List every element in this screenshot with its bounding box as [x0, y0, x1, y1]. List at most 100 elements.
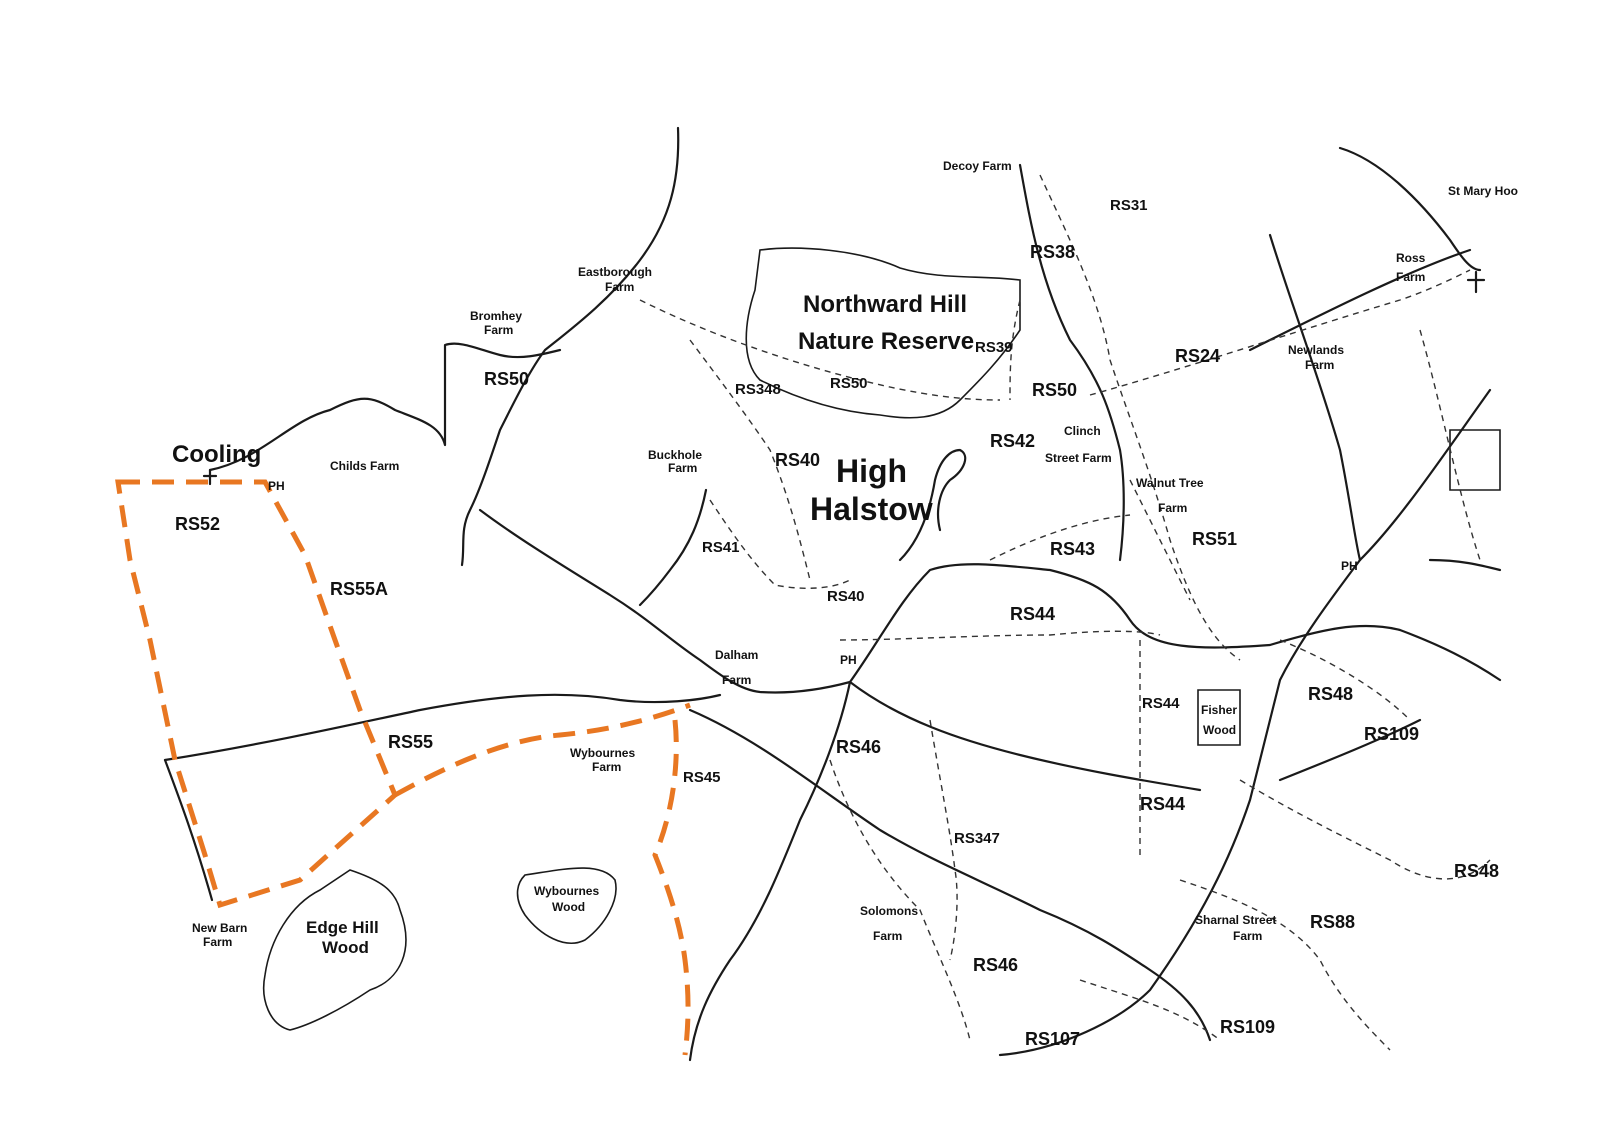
rs24-label: RS24 [1175, 346, 1220, 366]
path-rs48 [1279, 639, 1411, 721]
road-cooling-bromhey [208, 342, 562, 472]
new-barn-farm-label: Farm [203, 935, 232, 949]
woods [263, 429, 1501, 1031]
bromhey-farm-label: Farm [484, 323, 513, 337]
walnut-tree-label: Walnut Tree [1136, 476, 1204, 490]
buckhole-label: Buckhole [648, 448, 702, 462]
rs31-label: RS31 [1110, 197, 1148, 214]
road-northeast [1358, 388, 1492, 562]
solomons-farm-label: Farm [873, 929, 902, 943]
ross-farm-label: Farm [1396, 270, 1425, 284]
road-east-ross [1248, 248, 1472, 352]
boundary-south-arc [393, 702, 691, 798]
rs348-label: RS348 [735, 381, 781, 398]
rs46-south-label: RS46 [973, 955, 1018, 975]
road-decoy [1018, 163, 1125, 562]
rs109-south-label: RS109 [1220, 1017, 1275, 1037]
roads [163, 126, 1502, 1062]
rs347-label: RS347 [954, 830, 1000, 847]
rs42-label: RS42 [990, 431, 1035, 451]
cooling-label: Cooling [172, 441, 261, 468]
rs44-mid-label: RS44 [1142, 695, 1180, 712]
ph-label-east: PH [1341, 559, 1358, 573]
path-east-edge [1419, 329, 1481, 561]
road-westward [163, 693, 722, 762]
path-rs347 [929, 719, 958, 961]
wybournes-farm-1-label: Wybournes [570, 746, 635, 760]
halstow-label: Halstow [810, 491, 933, 527]
rs46-north-label: RS46 [836, 737, 881, 757]
northward-hill-boundary [745, 247, 1021, 419]
walnut-farm-label: Farm [1158, 501, 1187, 515]
road-newlands [1268, 233, 1362, 562]
wood-labels: Edge Hill Wood Wybournes Wood Fisher Woo… [306, 703, 1237, 957]
path-rs44 [839, 630, 1161, 641]
rs38-label: RS38 [1030, 242, 1075, 262]
path-rs41 [709, 499, 851, 589]
edge-hill-wood-label: Wood [322, 938, 369, 957]
eastborough-label: Eastborough [578, 265, 652, 279]
path-rs88 [1179, 879, 1391, 1051]
road-sharnal [1278, 718, 1422, 782]
sharnal-farm-label: Farm [1233, 929, 1262, 943]
rs43-label: RS43 [1050, 539, 1095, 559]
rs107-label: RS107 [1025, 1029, 1080, 1049]
path-rs39 [1009, 299, 1021, 401]
childs-farm-label: Childs Farm [330, 459, 399, 473]
church-icon-ross [1466, 270, 1486, 294]
buckhole-farm-label: Farm [668, 461, 697, 475]
rs55a-label: RS55A [330, 579, 388, 599]
ph-label-cooling: PH [268, 479, 285, 493]
path-rs348 [689, 339, 811, 581]
northward-hill-label: Northward Hill [803, 291, 967, 318]
road-east-side [1428, 558, 1502, 572]
rs55-label: RS55 [388, 732, 433, 752]
fisher-wood-outline [1197, 689, 1241, 746]
boundary-south-spur [652, 719, 691, 1056]
path-rs51 [1129, 479, 1191, 601]
edge-hill-wood-outline [263, 869, 407, 1031]
rs48-north-label: RS48 [1308, 684, 1353, 704]
rs44-north-label: RS44 [1010, 604, 1055, 624]
rs48-south-label: RS48 [1454, 861, 1499, 881]
pub-labels: PH PH PH [268, 479, 1358, 667]
dalham-farm-label: Farm [722, 673, 751, 687]
church-symbols [202, 270, 1486, 486]
rs51-label: RS51 [1192, 529, 1237, 549]
boundary-west [115, 479, 398, 909]
path-rs43 [989, 514, 1131, 561]
eastborough-farm-label: Farm [605, 280, 634, 294]
path-number-labels: RS31 RS38 RS39 RS24 RS50 RS50 RS50 RS348… [175, 197, 1499, 1049]
clinch-street-farm-label: Street Farm [1045, 451, 1112, 465]
rs45-label: RS45 [683, 769, 721, 786]
wybournes-wood-outline [516, 867, 617, 944]
road-wybournes-east [688, 708, 1212, 1042]
road-childs-dalham [478, 508, 852, 694]
road-dalham-south [688, 680, 852, 1062]
rs44-south-label: RS44 [1140, 794, 1185, 814]
bromhey-label: Bromhey [470, 309, 522, 323]
high-label: High [836, 453, 907, 489]
path-rs50-eastborough [639, 299, 1001, 401]
road-halstow-main [848, 563, 1502, 684]
sharnal-street-label: Sharnal Street [1195, 913, 1276, 927]
road-high-halstow-loop [898, 448, 967, 562]
nature-reserve-label: Nature Reserve [798, 328, 974, 355]
rs50-east-label: RS50 [1032, 380, 1077, 400]
solomons-label: Solomons [860, 904, 918, 918]
northeast-wood-outline [1449, 429, 1501, 491]
edge-hill-label: Edge Hill [306, 918, 379, 937]
church-icon-cooling [202, 468, 218, 486]
rs41-label: RS41 [702, 539, 740, 556]
path-rs24 [1089, 269, 1471, 396]
path-rs46 [829, 759, 971, 1041]
wybournes-farm-2-label: Farm [592, 760, 621, 774]
rs88-label: RS88 [1310, 912, 1355, 932]
rs40-north-label: RS40 [775, 450, 820, 470]
path-sharnal [1079, 979, 1221, 1041]
road-north-eastborough [460, 126, 680, 567]
decoy-farm-label: Decoy Farm [943, 159, 1012, 173]
st-mary-hoo-label: St Mary Hoo [1448, 184, 1518, 198]
